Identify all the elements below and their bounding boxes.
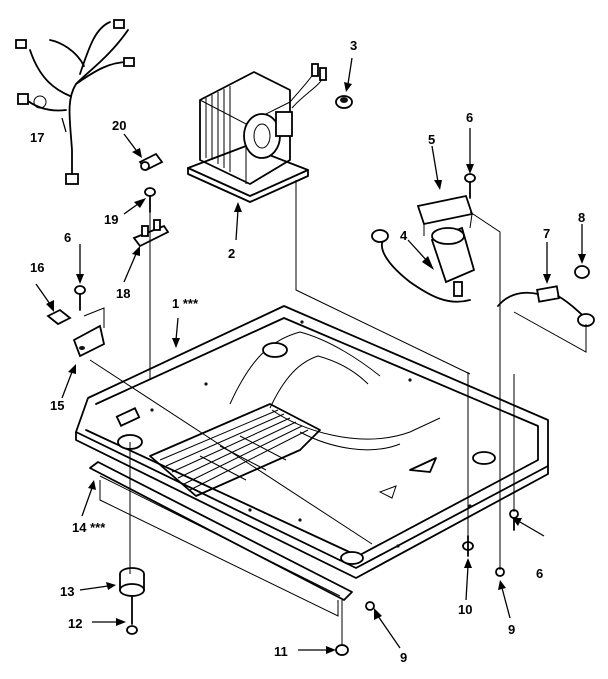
capacitor-bracket	[416, 173, 476, 236]
callout-7: 7	[543, 226, 550, 241]
vent-grille	[149, 403, 321, 497]
callout-arrows	[35, 57, 586, 654]
callout-14: 14 ***	[72, 520, 106, 535]
callout-1: 1 ***	[172, 296, 199, 311]
screw-19	[144, 187, 156, 213]
wire-harness	[15, 19, 135, 185]
callout-2: 2	[228, 246, 235, 261]
foot-assembly	[119, 567, 349, 656]
callout-9-right: 9	[508, 622, 515, 637]
callout-6-capacitor: 6	[466, 110, 473, 125]
explosion-lines	[89, 180, 587, 646]
callout-6-thermal: 6	[64, 230, 71, 245]
base-pan	[75, 305, 549, 579]
callout-16: 16	[30, 260, 44, 275]
callout-8: 8	[578, 210, 585, 225]
callout-9-center: 9	[400, 650, 407, 665]
fuse	[138, 152, 164, 172]
callout-11: 11	[274, 644, 288, 659]
callout-20: 20	[112, 118, 126, 133]
callout-3: 3	[350, 38, 357, 53]
grommet-8	[574, 265, 595, 327]
callout-5: 5	[428, 132, 435, 147]
callout-10: 10	[458, 602, 472, 617]
callout-4: 4	[400, 228, 408, 243]
callout-labels: 1 *** 2 3 4 5 6 6 6 7 8 9 9 10 11 12 13 …	[30, 38, 585, 665]
transformer	[187, 63, 327, 203]
callout-6-right: 6	[536, 566, 543, 581]
connector	[497, 285, 587, 319]
front-trim-strip	[89, 461, 353, 617]
callout-18: 18	[116, 286, 130, 301]
thermal-cutout-assembly	[46, 285, 106, 358]
capacitor	[371, 226, 476, 303]
callout-12: 12	[68, 616, 82, 631]
callout-19: 19	[104, 212, 118, 227]
callout-13: 13	[60, 584, 74, 599]
callout-17: 17	[30, 130, 44, 145]
grommet	[335, 95, 353, 109]
callout-15: 15	[50, 398, 64, 413]
fuse-holder	[132, 219, 170, 248]
